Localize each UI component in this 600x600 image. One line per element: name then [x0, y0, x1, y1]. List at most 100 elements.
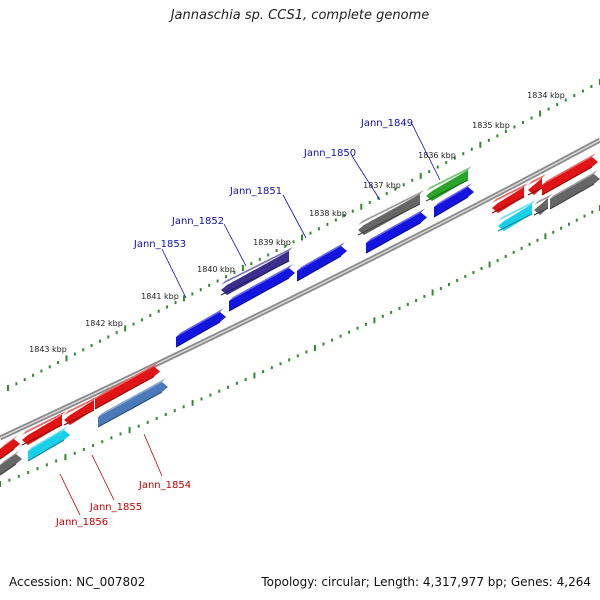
gene-jann-1856: [21, 411, 66, 446]
inner-scale-tick: [390, 310, 393, 314]
gene-jann-1851-dark: [220, 247, 293, 296]
outer-scale-tick: [23, 378, 26, 382]
inner-scale-tick: [591, 210, 594, 214]
outer-scale-tick: [394, 187, 397, 191]
inner-scale-tick: [227, 385, 230, 389]
ruler-layer: [0, 79, 600, 487]
inner-scale-tick: [544, 233, 547, 240]
callout-line: [59, 473, 81, 516]
gene-label: Jann_1849: [360, 118, 413, 129]
gene-jann-1852: [228, 264, 295, 312]
inner-scale-tick: [480, 266, 483, 270]
inner-scale-tick: [253, 372, 256, 379]
outer-scale-tick: [487, 138, 490, 142]
inner-scale-tick: [101, 440, 104, 444]
inner-scale-tick: [314, 345, 316, 351]
outer-scale-tick: [57, 361, 60, 365]
outer-scale-tick: [479, 141, 482, 148]
inner-scale-tick: [262, 370, 265, 374]
inner-scale-tick: [0, 481, 1, 487]
inner-scale-tick: [496, 258, 499, 262]
outer-scale-tick: [360, 203, 363, 210]
outer-scale-tick: [436, 165, 439, 169]
inner-scale-tick: [381, 314, 384, 318]
gene-jann-1855: [63, 396, 98, 426]
backbone-layer: [0, 137, 600, 441]
inner-scale-tick: [520, 246, 523, 250]
inner-scale-tick: [82, 447, 85, 451]
outer-scale-tick: [132, 322, 135, 326]
inner-scale-tick: [137, 424, 140, 428]
outer-scale-tick: [590, 85, 593, 89]
outer-scale-tick: [377, 196, 380, 200]
inner-scale-tick: [173, 409, 176, 413]
scale-label: 1838 kbp: [309, 209, 347, 218]
genome-backbone-highlight: [0, 139, 600, 439]
accession-text: Accession: NC_007802: [9, 575, 146, 589]
inner-scale-tick: [373, 317, 376, 324]
outer-scale-tick: [208, 283, 211, 287]
outer-scale-tick: [15, 382, 18, 386]
inner-scale-tick: [575, 218, 578, 222]
gene-label: Jann_1854: [138, 480, 191, 491]
scale-label: 1836 kbp: [418, 151, 456, 160]
inner-scale-tick: [270, 366, 273, 370]
inner-scale-tick: [279, 362, 282, 366]
inner-scale-tick: [464, 274, 467, 278]
outer-scale-tick: [166, 305, 169, 309]
inner-scale-tick: [331, 338, 334, 342]
outer-scale-tick: [385, 192, 388, 196]
inner-scale-tick: [17, 474, 20, 478]
gene-cyan-right: [497, 200, 536, 232]
callout-line: [91, 454, 115, 501]
inner-scale-tick: [423, 294, 426, 298]
outer-scale-tick: [7, 385, 9, 391]
outer-scale-tick: [216, 279, 219, 283]
inner-scale-tick: [322, 342, 325, 346]
gene-gray-left: [0, 450, 22, 476]
outer-scale-tick: [547, 107, 550, 111]
outer-scale-tick: [157, 309, 160, 313]
inner-scale-tick: [155, 416, 158, 420]
outer-scale-tick: [267, 253, 270, 257]
inner-scale-tick: [356, 326, 359, 330]
inner-scale-tick: [218, 389, 221, 393]
inner-scale-tick: [288, 358, 291, 362]
outer-scale-tick: [343, 214, 346, 218]
scale-label: 1843 kbp: [29, 345, 67, 354]
outer-scale-tick: [233, 270, 236, 274]
outer-scale-tick: [411, 178, 414, 182]
outer-scale-tick: [284, 244, 287, 248]
inner-scale-tick: [583, 214, 586, 218]
inner-scale-tick: [64, 454, 67, 461]
gene-label: Jann_1853: [133, 239, 186, 250]
outer-scale-tick: [107, 335, 110, 339]
outer-scale-tick: [191, 292, 194, 296]
gene-jann-1851: [296, 242, 347, 282]
inner-scale-tick: [73, 451, 76, 455]
outer-scale-tick: [292, 240, 295, 244]
inner-scale-tick: [431, 289, 434, 296]
gene-label: Jann_1850: [303, 148, 356, 159]
gene-layer: [0, 153, 600, 476]
outer-scale-tick: [402, 183, 405, 187]
outer-scale-tick: [573, 94, 576, 98]
outer-scale-tick: [40, 369, 43, 373]
outer-scale-tick: [258, 257, 261, 261]
inner-scale-tick: [235, 381, 238, 385]
inner-scale-tick: [110, 436, 113, 440]
callout-line: [143, 433, 163, 477]
inner-scale-tick: [191, 399, 194, 406]
gene-label: Jann_1852: [171, 216, 224, 227]
outer-scale-tick: [82, 348, 85, 352]
outer-scale-tick: [368, 200, 371, 204]
inner-scale-tick: [92, 444, 95, 448]
outer-scale-tick: [149, 314, 152, 318]
gene-red-right-1: [491, 183, 528, 214]
inner-scale-tick: [348, 330, 351, 334]
scale-label: 1840 kbp: [197, 265, 235, 274]
outer-scale-tick: [98, 339, 101, 343]
inner-scale-tick: [305, 350, 308, 354]
outer-scale-tick: [564, 98, 567, 102]
